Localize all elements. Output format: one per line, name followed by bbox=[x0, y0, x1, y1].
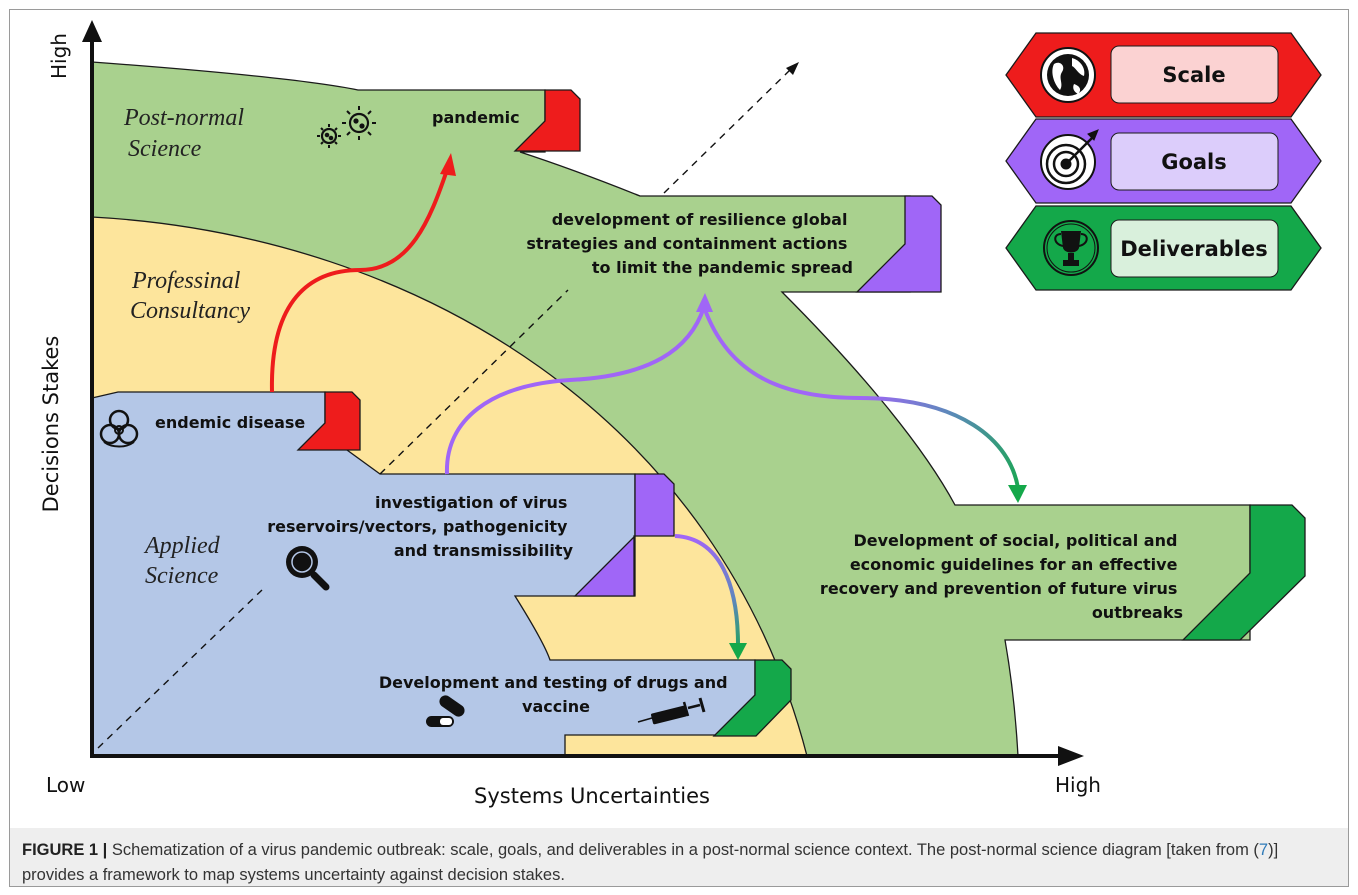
globe-icon bbox=[1040, 47, 1096, 103]
post-normal-zone-label: Post-normal Science bbox=[123, 105, 250, 162]
diagonal-arrowhead bbox=[786, 62, 799, 75]
y-axis-label: Decisions Stakes bbox=[39, 336, 63, 513]
x-axis-high-label: High bbox=[1055, 773, 1101, 797]
investigation-to-drugs-arrow bbox=[674, 534, 740, 646]
investigation-to-drugs-arrowhead bbox=[729, 643, 747, 660]
legend-label-goals: Goals bbox=[1161, 150, 1227, 174]
caption-text-after: )] provides a framework to map systems u… bbox=[22, 841, 1279, 884]
guidelines-deliverable-label: Development of social, political and eco… bbox=[820, 531, 1183, 622]
post-normal-science-diagram: Post-normal Science Professinal Consulta… bbox=[39, 20, 1322, 808]
virus-icon bbox=[317, 106, 376, 148]
professional-zone-label: Professinal Consultancy bbox=[130, 268, 250, 324]
endemic-to-pandemic-arrowhead bbox=[440, 153, 456, 176]
capsule-icon bbox=[426, 695, 465, 727]
investigation-to-resilience-arrow bbox=[444, 306, 706, 475]
applied-zone-label: Applied Science bbox=[143, 533, 226, 589]
resilience-to-guidelines-arrow bbox=[702, 306, 1020, 489]
legend-item-goals: Goals bbox=[1005, 118, 1322, 204]
caption-background bbox=[10, 828, 1348, 886]
target-icon bbox=[1040, 129, 1099, 190]
legend: Scale Goals bbox=[1005, 32, 1322, 291]
investigation-goals-tab bbox=[573, 473, 675, 597]
endemic-scale-tab bbox=[296, 391, 361, 451]
figure-caption: FIGURE 1 | Schematization of a virus pan… bbox=[22, 838, 1332, 888]
legend-item-scale: Scale bbox=[1005, 32, 1322, 118]
resilience-goals-tab bbox=[855, 195, 942, 293]
guidelines-deliverables-tab bbox=[1181, 504, 1306, 641]
syringe-icon bbox=[637, 697, 706, 725]
drugs-deliverable-label: Development and testing of drugs and vac… bbox=[379, 673, 733, 716]
legend-label-deliverables: Deliverables bbox=[1120, 237, 1268, 261]
caption-reference-link[interactable]: 7 bbox=[1258, 841, 1269, 859]
endemic-disease-label: endemic disease bbox=[155, 413, 305, 432]
diagonal-dashed-line bbox=[97, 69, 791, 749]
legend-item-deliverables: Deliverables bbox=[1005, 205, 1322, 291]
caption-label: FIGURE 1 | bbox=[22, 841, 108, 859]
resilience-goal-label: development of resilience global strateg… bbox=[526, 210, 853, 277]
endemic-to-pandemic-arrow bbox=[269, 169, 449, 393]
pandemic-scale-tab bbox=[513, 89, 581, 152]
investigation-to-resilience-arrowhead bbox=[696, 293, 713, 312]
x-axis-low-label: Low bbox=[46, 773, 85, 797]
trophy-icon bbox=[1043, 220, 1099, 276]
investigation-goal-label: investigation of virus reservoirs/vector… bbox=[267, 493, 573, 560]
magnifier-icon bbox=[286, 546, 330, 591]
figure-frame bbox=[9, 9, 1349, 887]
caption-text-before: Schematization of a virus pandemic outbr… bbox=[107, 841, 1259, 859]
x-axis-label: Systems Uncertainties bbox=[474, 784, 710, 808]
x-axis-arrowhead bbox=[1058, 746, 1084, 766]
y-axis-high-label: High bbox=[47, 33, 71, 79]
legend-label-scale: Scale bbox=[1162, 63, 1225, 87]
pandemic-label: pandemic bbox=[432, 108, 520, 127]
drugs-deliverables-tab bbox=[712, 659, 792, 737]
y-axis-arrowhead bbox=[82, 20, 102, 42]
resilience-to-guidelines-arrowhead bbox=[1008, 485, 1027, 503]
biohazard-icon bbox=[99, 409, 139, 448]
